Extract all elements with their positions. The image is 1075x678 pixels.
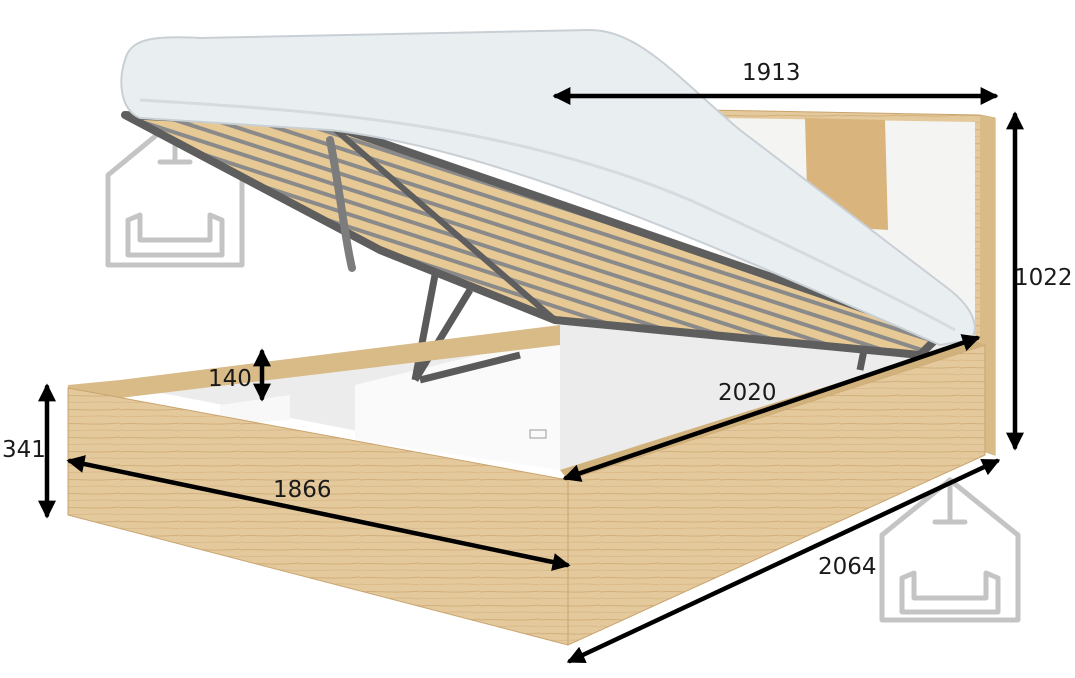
label-storage-depth: 140 xyxy=(208,366,252,392)
lift-strap xyxy=(326,136,356,272)
label-base-height: 341 xyxy=(2,437,46,463)
label-headboard-width: 1913 xyxy=(742,60,801,86)
label-inner-length: 2020 xyxy=(718,380,777,406)
storage-handle xyxy=(529,429,547,439)
dimension-labels: 1913 1022 2020 140 341 1866 2064 xyxy=(2,60,1073,580)
arrow-total-length xyxy=(566,458,1001,664)
label-headboard-height: 1022 xyxy=(1014,265,1073,291)
arrow-inner-width xyxy=(66,455,571,571)
dimension-arrows xyxy=(38,87,1024,664)
arrow-inner-length xyxy=(562,334,981,482)
label-inner-width: 1866 xyxy=(273,477,332,503)
watermark-house-icon-right xyxy=(879,477,1021,623)
label-total-length: 2064 xyxy=(818,554,877,580)
